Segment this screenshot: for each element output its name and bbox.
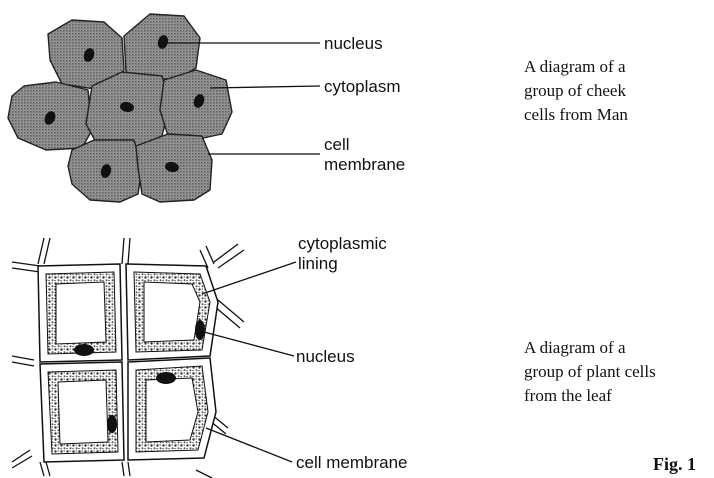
- figure-label: Fig. 1: [653, 454, 696, 474]
- plant-nucleus-leader-line: [204, 332, 294, 356]
- plant-nucleus: [195, 320, 205, 340]
- plant-nucleus: [74, 344, 94, 356]
- cytoplasmic-lining-label-line1: cytoplasmic: [298, 234, 387, 253]
- plant-cell-membrane-leader-line: [206, 428, 292, 462]
- cytoplasm-label: cytoplasm: [324, 77, 401, 96]
- cytoplasmic-lining-label-line2: lining: [298, 254, 338, 273]
- nucleus-label: nucleus: [324, 34, 383, 53]
- plant-cell-membrane-label: cell membrane: [296, 453, 408, 472]
- plant-caption-line2: group of plant cells: [524, 362, 656, 381]
- cell-membrane-label-line2: membrane: [324, 155, 405, 174]
- plant-caption-line1: A diagram of a: [524, 338, 626, 357]
- plant-nucleus: [107, 415, 117, 433]
- plant-nucleus-label: nucleus: [296, 347, 355, 366]
- cheek-caption-line3: cells from Man: [524, 105, 628, 124]
- plant-cells-group: [12, 238, 244, 478]
- plant-nucleus: [156, 372, 176, 384]
- cheek-caption-line1: A diagram of a: [524, 57, 626, 76]
- cheek-cells-group: [8, 14, 232, 202]
- cell-membrane-label-line1: cell: [324, 135, 350, 154]
- cheek-caption-line2: group of cheek: [524, 81, 626, 100]
- plant-caption-line3: from the leaf: [524, 386, 612, 405]
- cytoplasmic-lining-leader-line: [202, 262, 296, 294]
